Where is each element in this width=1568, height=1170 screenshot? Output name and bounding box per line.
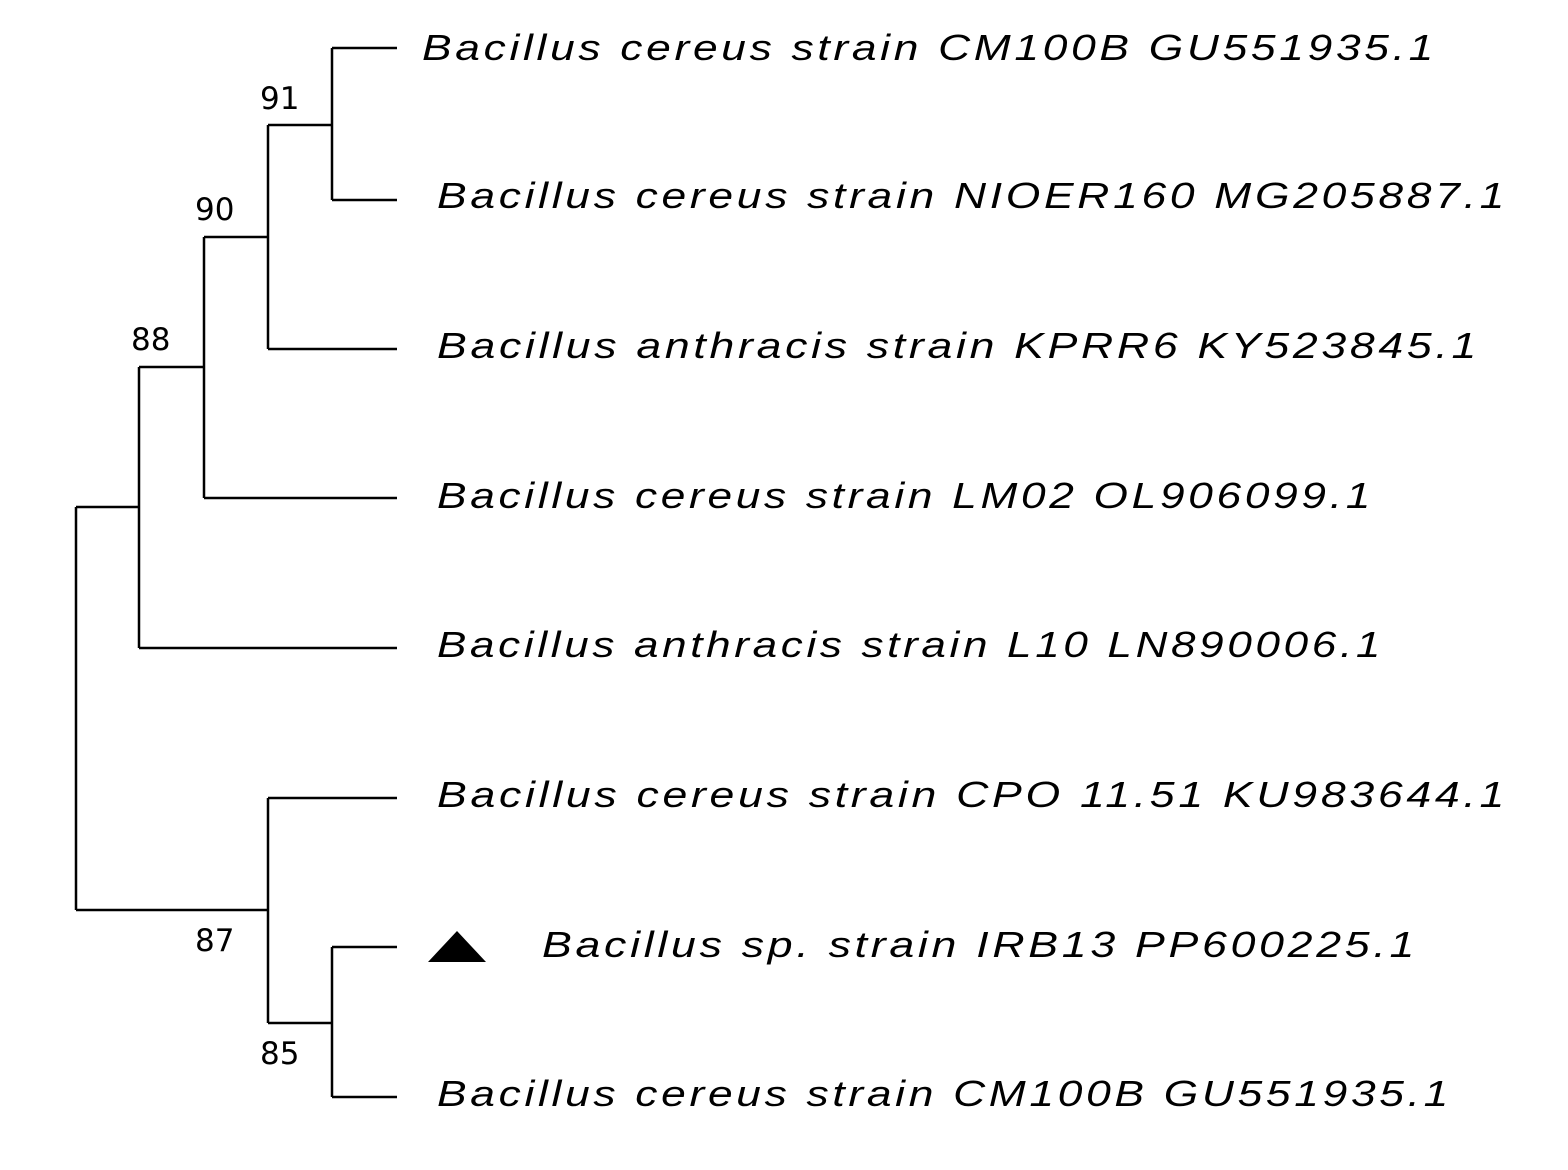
taxon-label: Bacillus cereus strain NIOER160 MG205887… — [437, 175, 1508, 216]
taxon-label-highlighted: Bacillus sp. strain IRB13 PP600225.1 — [542, 924, 1418, 965]
bootstrap-label-88: 88 — [131, 322, 170, 358]
bootstrap-label-90: 90 — [195, 192, 234, 228]
taxon-label: Bacillus cereus strain LM02 OL906099.1 — [437, 475, 1374, 516]
bootstrap-label-85: 85 — [260, 1036, 299, 1072]
triangle-icon — [428, 931, 486, 962]
taxon-label: Bacillus cereus strain CPO 11.51 KU98364… — [437, 774, 1508, 815]
bootstrap-label-91: 91 — [260, 81, 299, 117]
taxon-label: Bacillus anthracis strain KPRR6 KY523845… — [437, 325, 1480, 366]
taxon-label: Bacillus cereus strain CM100B GU551935.1 — [422, 27, 1437, 68]
taxon-label: Bacillus cereus strain CM100B GU551935.1 — [437, 1073, 1452, 1114]
taxon-label: Bacillus anthracis strain L10 LN890006.1 — [437, 624, 1384, 665]
bootstrap-label-87: 87 — [195, 923, 234, 959]
